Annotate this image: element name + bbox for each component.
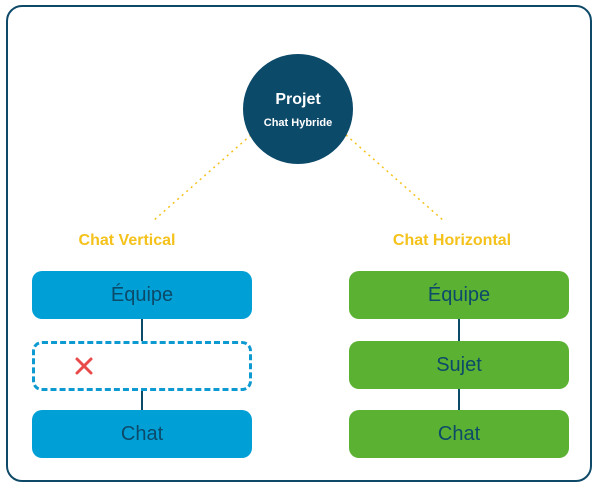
left-node-removed [32, 341, 252, 391]
root-title: Projet [275, 90, 321, 108]
right-node-sujet: Sujet [349, 341, 569, 389]
root-node: Projet Chat Hybride [243, 54, 353, 164]
left-node-chat: Chat [32, 410, 252, 458]
left-branch-title: Chat Vertical [78, 232, 176, 249]
left-node-equipe: Équipe [32, 271, 252, 319]
right-node-equipe: Équipe [349, 271, 569, 319]
root-subtitle: Chat Hybride [263, 116, 333, 129]
right-node-chat: Chat [349, 410, 569, 458]
right-branch-title: Chat Horizontal [392, 232, 512, 249]
cross-icon [75, 357, 93, 375]
